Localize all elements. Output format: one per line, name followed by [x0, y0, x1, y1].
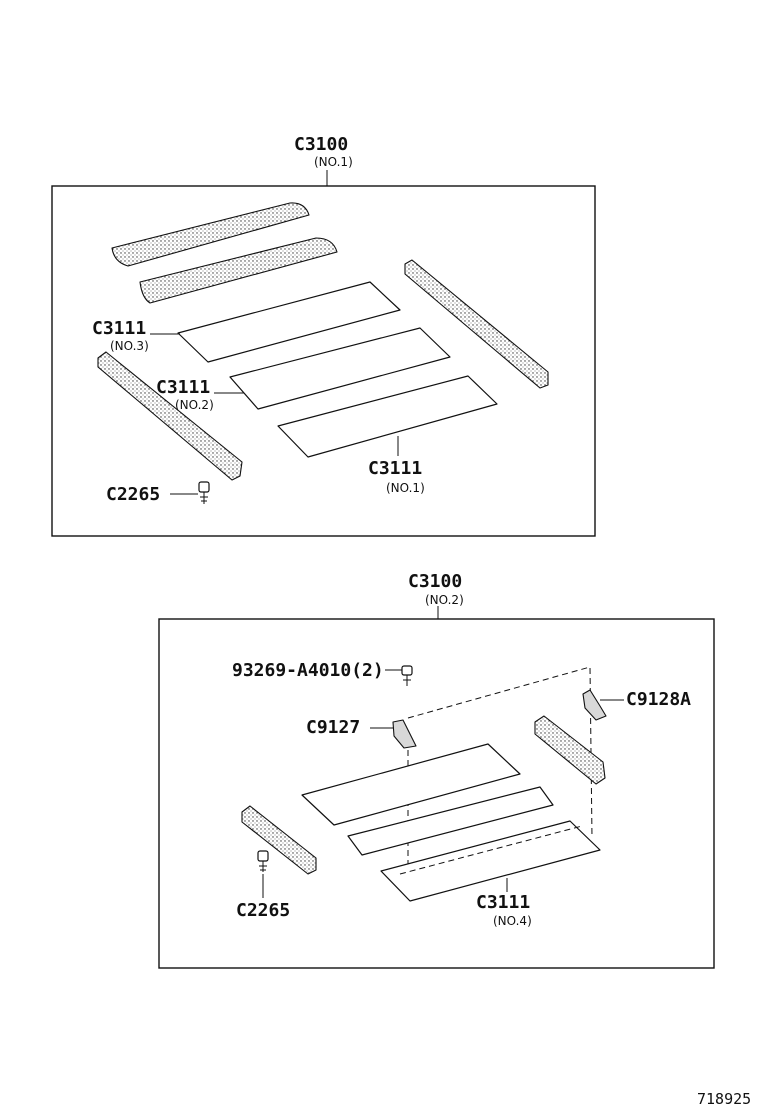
assembly-c3100-no2: C3100 (NO.2) 93269-A4: [158, 571, 715, 969]
alignment-dash-top: [407, 666, 593, 839]
label-c3111-no2-code: C3111: [156, 377, 210, 398]
assembly-2-frame: [158, 618, 715, 969]
label-c3111-no3-sub: (NO.3): [110, 339, 149, 353]
panel-c3111-no2: [229, 327, 451, 410]
panel-c3111-no4-seam: [399, 825, 583, 875]
assembly-2-sub: (NO.2): [425, 593, 464, 607]
roof-bow-panel-second: [139, 237, 338, 304]
bracket-c9127-icon: [392, 719, 417, 749]
label-c2265-a2: C2265: [236, 900, 290, 921]
side-rail-left: [97, 351, 243, 481]
bracket-c9128a-icon: [582, 689, 607, 721]
side-rail-left-2: [241, 805, 317, 875]
panel-flat-narrow: [347, 786, 554, 856]
assembly-1-sub: (NO.1): [314, 155, 353, 169]
panel-flat-large: [301, 743, 521, 826]
label-c3111-no2-sub: (NO.2): [175, 398, 214, 412]
assembly-1-frame: [51, 185, 596, 537]
side-rail-right-2: [534, 715, 606, 785]
label-c3111-no4-sub: (NO.4): [493, 914, 532, 928]
label-c9127: C9127: [306, 717, 360, 738]
bolt-93269-icon: [401, 665, 413, 686]
label-c3111-no1-sub: (NO.1): [386, 481, 425, 495]
label-c3111-no4-code: C3111: [476, 892, 530, 913]
clip-c2265-icon: [198, 481, 210, 504]
assembly-1-code: C3100: [294, 134, 348, 155]
label-c2265-a1: C2265: [106, 484, 160, 505]
panel-c3111-no4: [380, 820, 601, 902]
diagram-id: 718925: [697, 1090, 751, 1108]
panel-c3111-no1: [277, 375, 498, 458]
panel-c3111-no3: [177, 281, 401, 363]
assembly-2-code: C3100: [408, 571, 462, 592]
clip-c2265-icon-2: [257, 850, 269, 872]
side-rail-right: [404, 259, 549, 389]
assembly-c3100-no1: C3100 (NO.1) C3111 (NO.3) C3111 (NO.2) C…: [51, 134, 596, 537]
roof-bow-panel-top: [111, 202, 310, 267]
label-c3111-no3-code: C3111: [92, 318, 146, 339]
label-c9128a: C9128A: [626, 689, 691, 710]
label-93269: 93269-A4010(2): [232, 660, 384, 681]
label-c3111-no1-code: C3111: [368, 458, 422, 479]
